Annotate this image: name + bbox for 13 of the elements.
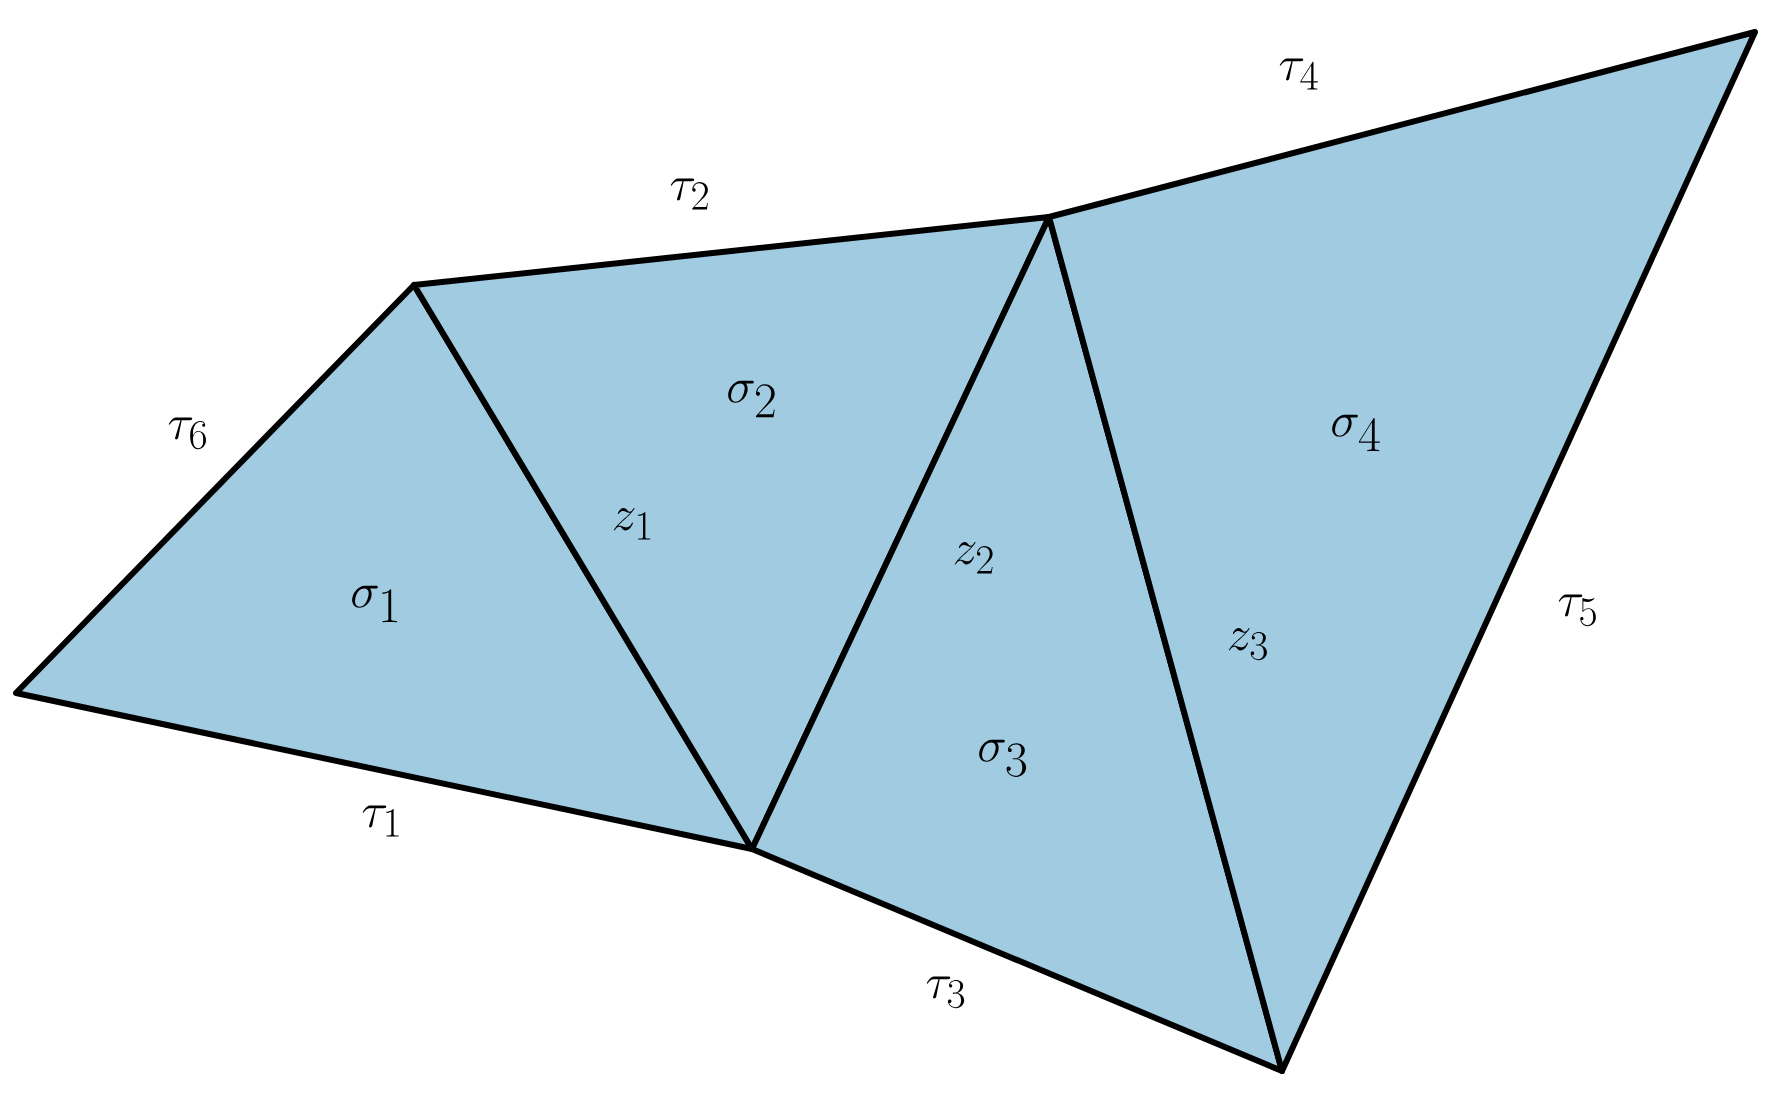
side-label: $\tau_6$: [168, 417, 206, 450]
side-label: $\tau_4$: [1279, 58, 1318, 90]
side-label: $z_2$: [954, 542, 993, 574]
side-label: $\tau_1$: [362, 805, 399, 837]
triangle-label: $\sigma_3$: [979, 739, 1027, 777]
side-label: $z_1$: [613, 508, 651, 540]
side-label: $\tau_5$: [1558, 594, 1596, 627]
triangle-label: $\sigma_1$: [352, 585, 398, 623]
side-label: $z_3$: [1228, 628, 1267, 661]
triangle-label: $\sigma_4$: [1332, 414, 1380, 452]
triangle-label: $\sigma_2$: [728, 380, 775, 418]
side-label: $\tau_3$: [926, 976, 965, 1009]
side-label: $\tau_2$: [670, 178, 708, 210]
